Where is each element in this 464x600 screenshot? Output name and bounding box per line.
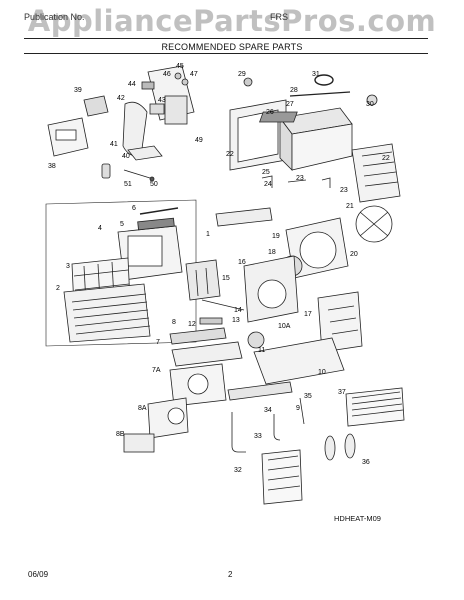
callout-label: 27 (286, 101, 294, 108)
front-panel-assembly (45, 199, 197, 347)
control-box-assembly (122, 65, 195, 161)
callout-label: 8B (116, 431, 125, 438)
tubing-parts (231, 397, 356, 461)
callout-label: 2 (56, 285, 60, 292)
model-label: FRS (270, 12, 288, 22)
callout-label: 22 (226, 151, 234, 158)
callout-label: 12 (188, 321, 196, 328)
brackets-group (261, 175, 331, 188)
callout-label: 31 (312, 71, 320, 78)
diagram-code: HDHEAT-M09 (334, 514, 381, 523)
callout-label: 50 (150, 181, 158, 188)
evaporator-coil (261, 449, 303, 505)
callout-label: 1 (206, 231, 210, 238)
cabinet-assembly (229, 74, 401, 203)
callout-label: 3 (66, 263, 70, 270)
page-subtitle: RECOMMENDED SPARE PARTS (161, 42, 303, 52)
callout-label: 8A (138, 405, 147, 412)
callout-label: 26 (266, 109, 274, 116)
callout-label: 45 (176, 63, 184, 70)
callout-label: 23 (296, 175, 304, 182)
callout-label: 14 (234, 307, 242, 314)
callout-label: 23 (340, 187, 348, 194)
callout-label: 42 (117, 95, 125, 102)
callout-label: 41 (110, 141, 118, 148)
callout-label: 38 (48, 163, 56, 170)
callout-label: 24 (264, 181, 272, 188)
callout-label: 7 (156, 339, 160, 346)
callout-label: 33 (254, 433, 262, 440)
blower-assembly (185, 205, 393, 353)
callout-label: 43 (158, 97, 166, 104)
callout-label: 11 (258, 347, 265, 354)
callout-label: 10 (318, 369, 326, 376)
callout-label: 35 (304, 393, 312, 400)
callout-label: 25 (262, 169, 270, 176)
callout-label: 28 (290, 87, 298, 94)
callout-label: 47 (190, 71, 198, 78)
callout-label: 22 (382, 155, 390, 162)
callout-label: 9 (296, 405, 300, 412)
callout-label: 37 (338, 389, 346, 396)
footer-date: 06/09 (28, 570, 49, 579)
callout-label: 30 (366, 101, 374, 108)
callout-label: 4 (98, 225, 102, 232)
callout-label: 20 (350, 251, 358, 258)
callout-label: 6 (132, 205, 136, 212)
callout-label: 34 (264, 407, 272, 414)
publication-label: Publication No. (24, 12, 85, 22)
callout-label: 19 (272, 233, 280, 240)
header-rule-bottom (24, 53, 428, 54)
page-number: 2 (228, 570, 233, 579)
watermark: AppliancePartsPros.com (27, 4, 437, 38)
callout-label: 40 (122, 153, 130, 160)
callout-label: 16 (238, 259, 246, 266)
callout-label: 15 (222, 275, 230, 282)
callout-label: 21 (346, 203, 354, 210)
callout-label: 8 (172, 319, 176, 326)
base-pan-assembly (123, 327, 345, 453)
callout-label: 46 (163, 71, 171, 78)
callout-label: 10A (278, 323, 291, 330)
header-rule-top (24, 38, 428, 39)
condenser-coil (345, 387, 405, 427)
callout-label: 5 (120, 221, 124, 228)
callout-label: 17 (304, 311, 312, 318)
callout-label: 7A (152, 367, 161, 374)
callout-labels: 44 45 46 47 39 42 43 49 41 40 38 51 50 2… (48, 63, 390, 474)
remote-control (101, 163, 155, 182)
callout-label: 32 (234, 467, 242, 474)
control-panel (47, 95, 109, 157)
callout-label: 36 (362, 459, 370, 466)
callout-label: 39 (74, 87, 82, 94)
callout-label: 44 (128, 81, 136, 88)
parts-diagram: 44 45 46 47 39 42 43 49 41 40 38 51 50 2… (45, 63, 405, 505)
callout-label: 51 (124, 181, 132, 188)
callout-label: 49 (195, 137, 203, 144)
callout-label: 18 (268, 249, 276, 256)
callout-label: 13 (232, 317, 240, 324)
callout-label: 29 (238, 71, 246, 78)
